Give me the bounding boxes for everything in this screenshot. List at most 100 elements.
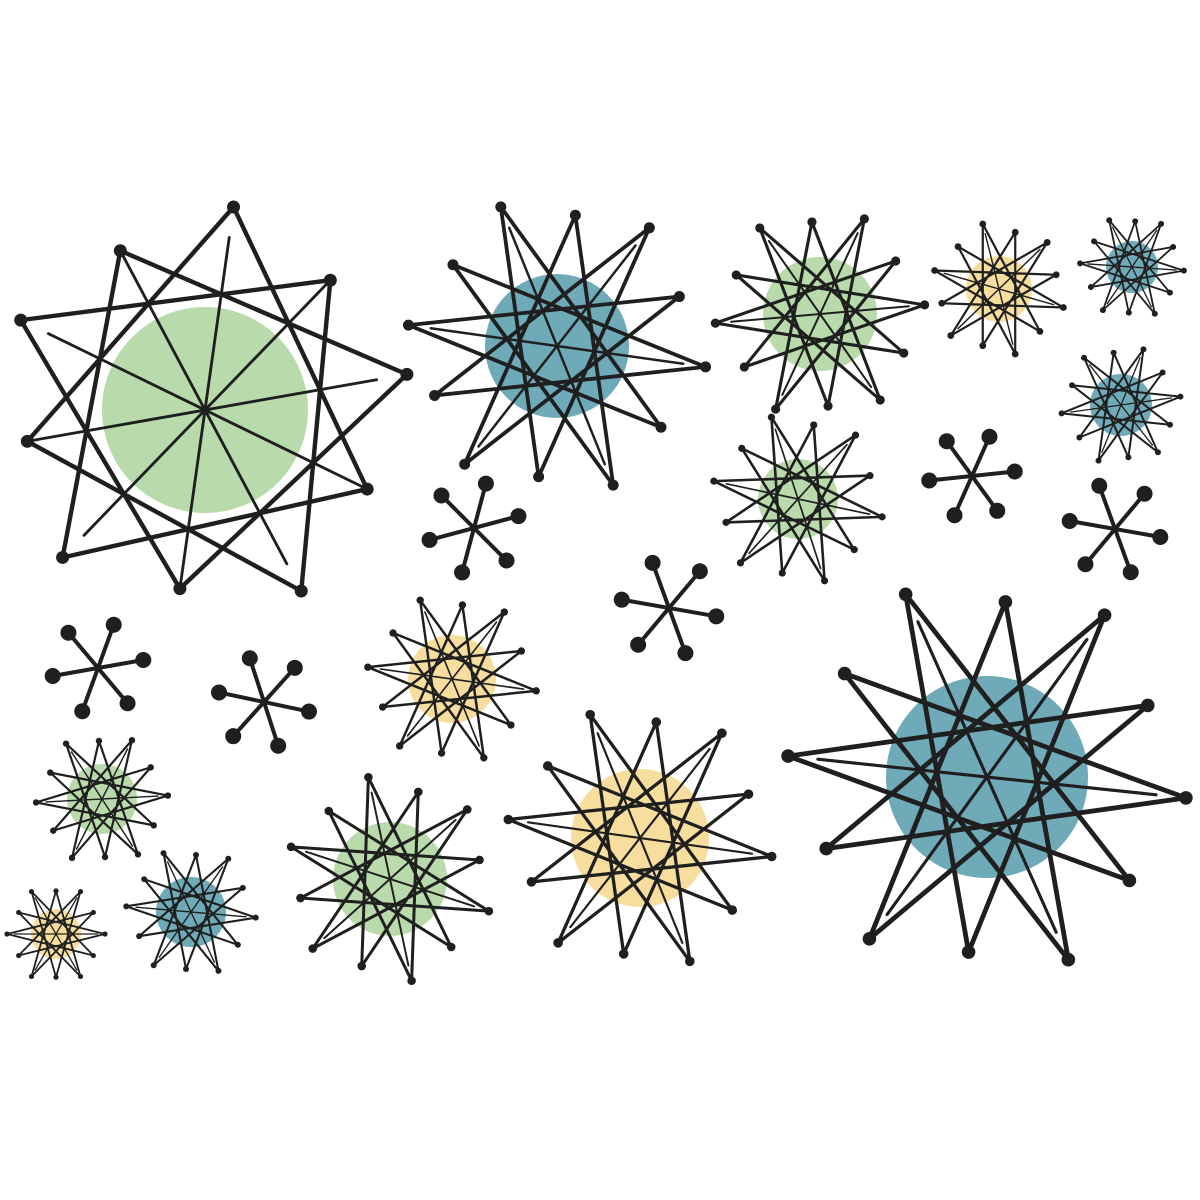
starburst-tip-dot bbox=[484, 906, 494, 916]
jack-knob bbox=[1077, 556, 1094, 573]
starburst-tip-dot bbox=[77, 973, 84, 980]
starburst-tip-dot bbox=[323, 273, 337, 287]
starburst-tip-dot bbox=[859, 214, 869, 224]
starburst-tip-dot bbox=[1140, 698, 1155, 713]
starburst-7 bbox=[1058, 346, 1184, 464]
starburst-tip-dot bbox=[700, 361, 712, 373]
starburst-tip-dot bbox=[364, 772, 373, 782]
starburst-inner-lines bbox=[1087, 226, 1177, 308]
starburst-inner-lines bbox=[13, 897, 99, 971]
starburst-tip-dot bbox=[837, 666, 852, 681]
starburst-tip-dot bbox=[500, 608, 509, 616]
jack-arm bbox=[952, 434, 992, 518]
jack-arm bbox=[1083, 491, 1147, 567]
starburst-tip-dot bbox=[480, 754, 488, 762]
jack-knob bbox=[1152, 528, 1169, 545]
jack-knob bbox=[119, 695, 136, 712]
jack-1 bbox=[421, 475, 527, 581]
starburst-tip-dot bbox=[462, 805, 472, 814]
jack-knob bbox=[691, 563, 708, 580]
starburst-tip-dot bbox=[53, 974, 59, 980]
starburst-tip-dot bbox=[651, 717, 662, 727]
starburst-tip-dot bbox=[607, 479, 619, 491]
starburst-inner-lines bbox=[31, 236, 379, 584]
starburst-tip-dot bbox=[979, 220, 987, 228]
starburst-14 bbox=[123, 850, 259, 974]
jack-knob bbox=[105, 616, 122, 633]
starburst-tip-dot bbox=[1052, 271, 1060, 279]
starburst-tip-dot bbox=[710, 477, 718, 485]
starburst-tip-dot bbox=[851, 431, 860, 439]
starburst-tip-dot bbox=[1069, 382, 1076, 389]
starburst-tip-dot bbox=[128, 736, 136, 744]
starburst-tip-dot bbox=[722, 518, 730, 526]
starburst-tip-dot bbox=[1011, 350, 1019, 358]
starburst-tip-dot bbox=[1011, 228, 1019, 236]
jack-3 bbox=[921, 428, 1023, 524]
starburst-tip-dot bbox=[1036, 328, 1044, 335]
starburst-2 bbox=[402, 201, 712, 491]
jack-knob bbox=[921, 472, 938, 489]
starburst-tip-dot bbox=[781, 749, 795, 763]
starburst-tip-dot bbox=[878, 513, 886, 521]
jack-knob bbox=[300, 703, 317, 720]
starburst-tip-dot bbox=[90, 909, 96, 916]
starburst-tip-dot bbox=[823, 401, 833, 411]
starburst-tip-dot bbox=[147, 764, 154, 771]
starburst-tip-dot bbox=[136, 933, 143, 940]
starburst-tip-dot bbox=[947, 332, 955, 339]
starburst-tip-dot bbox=[717, 728, 727, 738]
starburst-tip-dot bbox=[437, 749, 446, 757]
starburst-tip-dot bbox=[1043, 239, 1051, 246]
starburst-tip-dot bbox=[1154, 449, 1161, 456]
starburst-tip-dot bbox=[95, 737, 103, 745]
starburst-tip-dot bbox=[533, 471, 545, 483]
starburst-tip-dot bbox=[134, 851, 142, 858]
starburst-tip-dot bbox=[771, 404, 781, 414]
starburst-tip-dot bbox=[495, 201, 507, 213]
starburst-tip-dot bbox=[1099, 307, 1106, 314]
starburst-inner-lines bbox=[379, 611, 525, 747]
starburst-tip-dot bbox=[192, 852, 199, 859]
starburst-tip-dot bbox=[979, 342, 987, 350]
starburst-tip-dot bbox=[357, 961, 367, 971]
jack-arm bbox=[460, 481, 488, 575]
starburst-tip-dot bbox=[447, 259, 459, 271]
starburst-tip-dot bbox=[1122, 873, 1137, 888]
starburst-tip-dot bbox=[738, 444, 746, 452]
starburst-tip-dot bbox=[503, 814, 514, 825]
jack-knob bbox=[938, 433, 955, 450]
starburst-tip-dot bbox=[778, 569, 786, 577]
starburst-tip-dot bbox=[899, 348, 909, 358]
starburst-tip-dot bbox=[618, 949, 629, 959]
starburst-tip-dot bbox=[413, 787, 423, 797]
starburst-tip-dot bbox=[736, 559, 745, 567]
starburst-tip-dot bbox=[364, 663, 372, 671]
starburst-tip-dot bbox=[1061, 952, 1076, 967]
starburst-tip-dot bbox=[62, 740, 70, 747]
motif-layer bbox=[4, 200, 1193, 986]
starburst-tip-dot bbox=[891, 256, 901, 266]
jack-2 bbox=[613, 554, 725, 662]
starburst-tip-dot bbox=[32, 799, 40, 806]
jack-knob bbox=[241, 650, 258, 667]
starburst-inner-lines bbox=[730, 232, 910, 396]
jack-knob bbox=[981, 428, 998, 445]
starburst-tip-dot bbox=[400, 367, 414, 381]
starburst-tip-dot bbox=[215, 967, 222, 974]
starburst-tip-dot bbox=[4, 931, 10, 937]
starburst-tip-dot bbox=[1125, 454, 1132, 461]
starburst-tip-dot bbox=[459, 458, 471, 470]
jack-knob bbox=[1061, 513, 1078, 530]
starburst-9 bbox=[503, 709, 777, 967]
jack-arm bbox=[636, 569, 702, 647]
starburst-tip-dot bbox=[1158, 220, 1165, 227]
starburst-inner-lines bbox=[816, 620, 1158, 934]
jack-knob bbox=[708, 608, 725, 625]
starburst-tip-dot bbox=[47, 769, 54, 776]
starburst-tip-dot bbox=[673, 291, 685, 303]
starburst-tip-dot bbox=[1058, 410, 1065, 417]
jack-knob bbox=[60, 624, 77, 641]
